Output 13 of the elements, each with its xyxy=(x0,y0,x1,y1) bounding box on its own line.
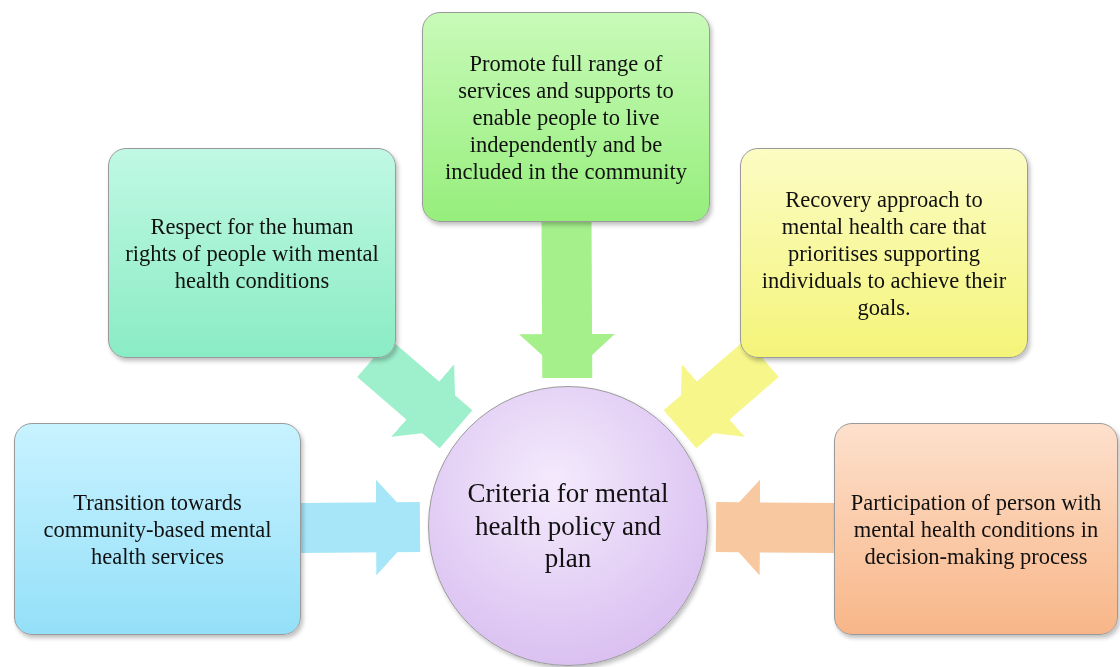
criteria-box xyxy=(422,12,710,222)
criteria-box xyxy=(108,148,396,358)
node-text: Transition towards community-based mental health services xyxy=(42,488,273,570)
node-text: Recovery approach to mental health care that prioritises supporting individuals to achieve their goals. xyxy=(760,185,1008,321)
block-arrow xyxy=(300,479,421,576)
node-text: Respect for the human rights of people with mental health conditions xyxy=(124,212,380,294)
node-text: Participation of person with mental health conditions in decision-making process xyxy=(849,488,1103,570)
criteria-box xyxy=(834,423,1118,635)
block-arrow xyxy=(519,221,616,379)
criteria-box xyxy=(14,423,301,635)
node-text: Promote full range of services and supports to enable people to live independently and be included in the community xyxy=(444,49,688,185)
criteria-box xyxy=(740,148,1028,358)
node-text: Criteria for mental health policy and plan xyxy=(466,477,670,575)
